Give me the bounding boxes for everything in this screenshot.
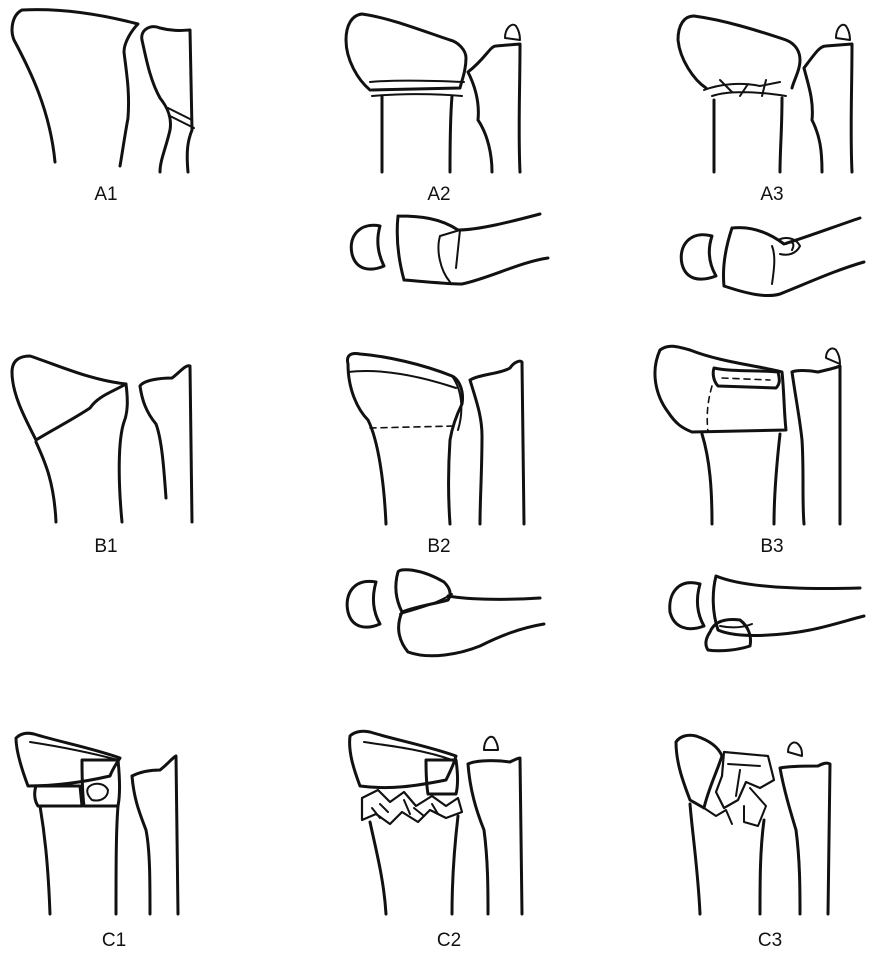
b2-ulna (470, 361, 524, 524)
panel-label-c2: C2 (409, 930, 489, 952)
a1-ulna-inner (142, 40, 171, 172)
b2-radius (348, 353, 463, 524)
a2-lateral-fracture (438, 230, 460, 282)
b3-ulna (792, 366, 840, 524)
a3-lateral-comminution (772, 238, 800, 284)
a3-radius-head (678, 16, 800, 88)
a3-lateral-radius (723, 218, 864, 296)
panel-label-c3: C3 (730, 930, 810, 952)
b1-radius (36, 384, 127, 522)
panel-label-c1: C1 (74, 930, 154, 952)
c3-radius-shaft (690, 804, 764, 914)
panel-c1-drawing (16, 733, 178, 914)
panel-label-a1: A1 (66, 184, 146, 206)
c3-styloid (788, 742, 802, 756)
panel-b2-drawing (347, 353, 544, 655)
c1-radius-shaft (40, 806, 118, 914)
panel-label-a2: A2 (399, 184, 479, 206)
a2-radius-shaft (382, 96, 452, 172)
panel-b1-drawing (12, 356, 192, 522)
b2-dashed-line (370, 426, 456, 428)
a3-ulna (804, 44, 852, 172)
b2-lateral-radius (399, 596, 544, 656)
panel-label-b2: B2 (399, 536, 479, 558)
b2-lateral-lunate (347, 581, 380, 627)
panel-c3-drawing (676, 735, 830, 914)
b1-radial-styloid-fragment (12, 356, 126, 440)
c1-small-fragment (87, 784, 108, 801)
panel-c2-drawing (350, 731, 522, 914)
panel-label-b1: B1 (66, 536, 146, 558)
panel-label-b3: B3 (732, 536, 812, 558)
b3-lateral-lunate (670, 583, 704, 629)
a2-radius-head (346, 14, 466, 90)
c2-ulna (468, 758, 522, 914)
c3-radial-fragment (676, 735, 722, 808)
b3-dashed-line (707, 386, 712, 432)
c2-styloid (484, 737, 498, 750)
a3-styloid (836, 25, 850, 40)
a1-ulna (142, 27, 192, 172)
panel-a2-drawing (346, 14, 548, 284)
a2-lateral-radius (397, 214, 548, 284)
b3-styloid (826, 348, 840, 364)
c1-ulna (132, 756, 178, 914)
a2-styloid (505, 25, 520, 40)
c3-fragments (716, 752, 774, 808)
panel-a3-drawing (678, 16, 864, 296)
b2-lateral-fragment (396, 570, 450, 612)
panel-a1-drawing (12, 10, 194, 172)
c1-ulnar-fragment (35, 786, 82, 806)
a3-lateral-lunate (681, 235, 716, 279)
c2-radius-shaft (370, 816, 458, 914)
a1-radius (12, 10, 138, 166)
a2-ulna (468, 44, 520, 172)
c3-ulna (780, 763, 830, 914)
panel-b3-drawing (655, 346, 864, 651)
a3-radius-shaft (714, 98, 782, 172)
b3-radius-shaft (702, 434, 780, 524)
panel-label-a3: A3 (732, 184, 812, 206)
b2-fracture-line (348, 371, 461, 430)
a2-lateral-lunate (351, 225, 384, 269)
a3-comminution (704, 80, 786, 96)
b1-ulna (140, 366, 192, 522)
b3-fragment-dots (722, 378, 770, 380)
